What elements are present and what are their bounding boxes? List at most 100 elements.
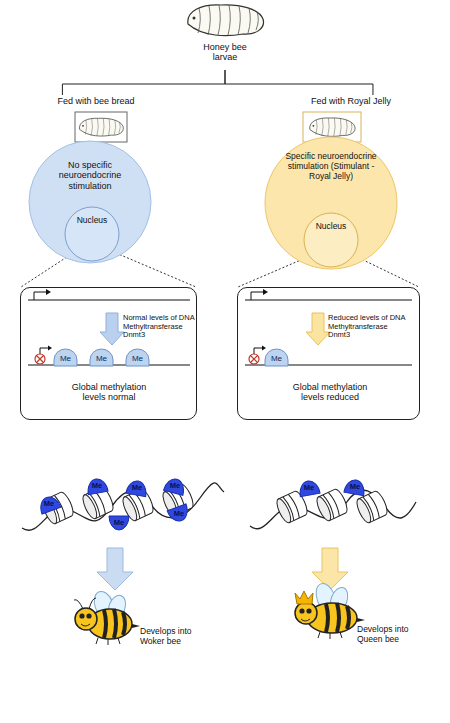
feed-larva-part xyxy=(310,118,355,136)
dna-strand-part xyxy=(22,483,224,530)
feed-label: Fed with bee bread xyxy=(40,95,152,109)
queen-bee-part xyxy=(306,608,311,613)
feed-label-text: Fed with Royal Jelly xyxy=(290,96,412,106)
methyl-mark-shape xyxy=(54,349,77,366)
outcome-label: Develops into Queen bee xyxy=(357,625,421,645)
nucleus-circle-outline xyxy=(64,206,120,262)
chromatin-methyl-mark-shape xyxy=(298,479,320,496)
stimulation-circle-shape xyxy=(265,137,397,269)
chromatin-methyl-mark: Me xyxy=(126,480,148,496)
chromatin-methyl-mark-text: Me xyxy=(168,510,190,519)
worker-bee-part xyxy=(96,638,120,645)
worker-bee-part xyxy=(75,608,97,630)
chromatin-methyl-mark: Me xyxy=(108,515,130,531)
zoom-line-part xyxy=(116,253,196,287)
queen-bee xyxy=(295,581,365,639)
tree-connector xyxy=(62,70,225,95)
chromatin-methyl-mark: Me xyxy=(38,496,60,512)
methyl-mark: Me xyxy=(264,348,289,366)
larvae-caption-text: Honey bee larvae xyxy=(190,42,260,63)
methylation-box-text: Global methylation levels reduced xyxy=(286,382,374,403)
enzyme-arrow xyxy=(100,313,330,345)
worker-bee-part xyxy=(86,613,91,618)
methyl-mark-shape xyxy=(265,349,288,366)
feed-label-text: Fed with bee bread xyxy=(40,96,152,106)
chromatin-methyl-mark: Me xyxy=(298,480,320,496)
methyl-mark-text: Me xyxy=(125,354,150,363)
methyl-mark-text: Me xyxy=(89,354,114,363)
chromatin-methyl-mark: Me xyxy=(168,506,190,522)
development-arrow xyxy=(97,548,348,590)
zoom-line-part xyxy=(355,256,419,287)
dna-strand xyxy=(22,483,416,530)
chromatin-methyl-mark-shape xyxy=(344,478,366,495)
gene-line-part xyxy=(34,292,46,300)
stimulation-circle-text: Specific neuroendocrine stimulation (Sti… xyxy=(276,152,386,181)
worker-bee-part xyxy=(74,598,96,609)
queen-bee-part xyxy=(326,603,349,632)
nucleosome xyxy=(40,483,389,526)
worker-bee-part xyxy=(132,624,140,628)
chromatin-methyl-mark-shape xyxy=(164,477,187,496)
development-arrow-part xyxy=(97,548,133,590)
nucleus-circle-outline xyxy=(303,212,359,268)
chromatin-methyl-mark: Me xyxy=(164,478,186,494)
queen-bee-part xyxy=(295,591,313,604)
queen-bee-part xyxy=(318,632,342,639)
methylation-box-text: Reduced levels of DNA Methyltransferase … xyxy=(328,314,410,340)
worker-bee-part xyxy=(81,624,90,626)
chromatin-methyl-mark-text: Me xyxy=(38,500,60,509)
chromatin-methyl-mark-text: Me xyxy=(298,484,320,493)
methylation-box-text: Normal levels of DNA Methyltransferase D… xyxy=(123,314,197,340)
nucleus-circle-shape xyxy=(65,207,119,261)
queen-bee-part xyxy=(357,618,365,622)
nucleus-circle-text: Nucleus xyxy=(303,222,359,232)
feed-larva-part xyxy=(75,112,127,142)
chromatin-methyl-mark-shape xyxy=(126,479,148,496)
methyl-mark: Me xyxy=(89,348,114,366)
chromatin-methyl-mark-shape xyxy=(167,504,191,524)
nucleus-circle: Nucleus xyxy=(64,206,120,262)
arrow-head-part xyxy=(262,346,266,351)
methyl-mark-text: Me xyxy=(53,354,78,363)
methylation-box: Normal levels of DNA Methyltransferase D… xyxy=(20,287,197,420)
gene-line-part xyxy=(40,348,48,354)
chromatin-methyl-mark-shape xyxy=(86,477,108,494)
enzyme-arrow-part xyxy=(100,313,124,345)
blocked-symbol-part xyxy=(251,356,257,362)
larvae-caption: Honey bee larvae xyxy=(190,40,260,70)
stimulation-circle-shape xyxy=(29,141,151,263)
feed-larva-part xyxy=(79,118,123,136)
methyl-mark-shape xyxy=(126,349,149,366)
chromatin-methyl-mark-text: Me xyxy=(126,484,148,493)
larva-illustration-part xyxy=(188,5,264,36)
feed-larva xyxy=(75,112,361,142)
chromatin-methyl-mark-shape xyxy=(37,494,61,514)
gene-line-part xyxy=(254,348,262,354)
blocked-symbol-part xyxy=(37,356,43,362)
queen-bee-part xyxy=(295,602,317,624)
methyl-mark: Me xyxy=(53,348,78,366)
methylation-box-text: Global methylation levels normal xyxy=(65,382,153,403)
worker-bee-part xyxy=(79,613,84,618)
larva-illustration xyxy=(188,5,264,36)
chromatin-methyl-mark-text: Me xyxy=(344,483,366,492)
queen-bee-part xyxy=(301,619,310,621)
stimulation-circle-text: No specific neuroendocrine stimulation xyxy=(50,160,130,191)
chromatin-methyl-mark-text: Me xyxy=(164,482,186,491)
methyl-mark-text: Me xyxy=(264,354,289,363)
chromatin-methyl-mark-text: Me xyxy=(86,482,108,491)
worker-bee xyxy=(74,589,140,645)
development-arrow-part xyxy=(312,548,348,590)
nucleus-circle-shape xyxy=(304,213,358,267)
arrow-head-part xyxy=(263,289,268,295)
outcome-label: Develops into Woker bee xyxy=(140,627,204,647)
queen-bee-part xyxy=(299,608,304,613)
gene-line-part xyxy=(251,292,263,300)
blocked-symbol-part xyxy=(249,354,259,364)
blocked-symbol-part xyxy=(35,354,45,364)
enzyme-arrow-part xyxy=(306,313,330,345)
nucleus-circle-text: Nucleus xyxy=(64,216,120,226)
